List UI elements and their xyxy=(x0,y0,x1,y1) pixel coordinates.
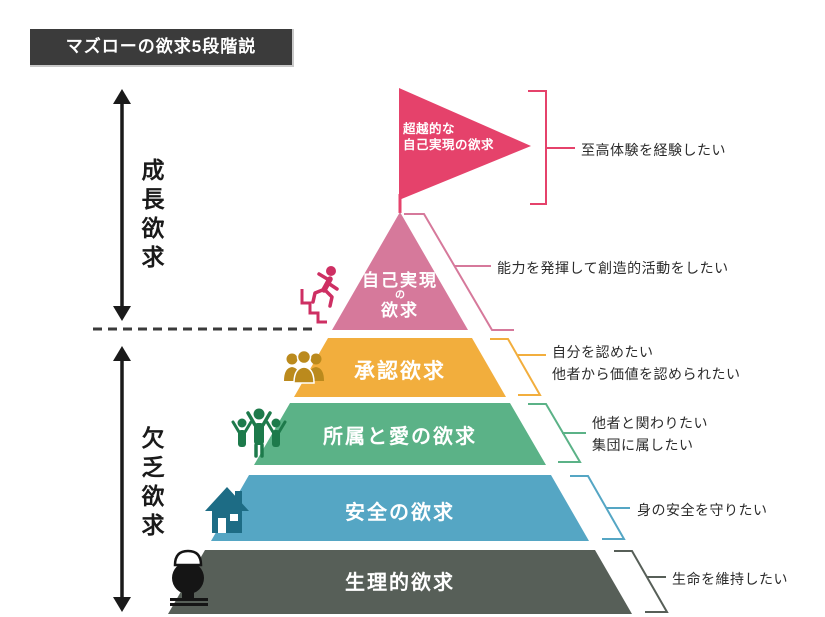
level-self-actualization-bracket xyxy=(404,213,514,331)
annotation-belonging-love: 他者と関わりたい 集団に属したい xyxy=(592,412,708,456)
level-belonging-love xyxy=(254,403,586,465)
flag-shape xyxy=(399,88,531,200)
annotation-esteem-line1: 自分を認めたい xyxy=(552,344,654,360)
level-esteem xyxy=(294,338,546,397)
annotation-self-actualization: 能力を発揮して創造的活動をしたい xyxy=(497,260,729,276)
level-physiological xyxy=(168,550,669,614)
flag-label-line2: 自己実現の欲求 xyxy=(403,138,495,152)
esteem-label: 承認欲求 xyxy=(354,360,446,383)
belonging-love-label: 所属と愛の欲求 xyxy=(323,426,477,448)
annotation-safety: 身の安全を守りたい xyxy=(637,502,768,518)
level-safety-shape xyxy=(211,475,589,541)
growth-needs-label: 成長欲求 xyxy=(138,158,164,274)
people-group-icon xyxy=(284,349,324,384)
house-icon xyxy=(205,487,249,533)
level-safety-bracket xyxy=(570,475,630,540)
page-title: マズローの欲求5段階説 xyxy=(30,29,292,65)
flag-bracket xyxy=(528,90,575,205)
safety-label: 安全の欲求 xyxy=(345,502,455,524)
annotation-esteem-line2: 他者から価値を認められたい xyxy=(552,366,741,382)
annotation-physiological: 生命を維持したい xyxy=(672,571,788,587)
physiological-label: 生理的欲求 xyxy=(345,572,455,594)
growth-arrow xyxy=(113,89,131,321)
self-actualization-label-line1: 自己実現 xyxy=(362,271,438,290)
deficiency-needs-label: 欠乏欲求 xyxy=(138,426,164,542)
transcendence-flag xyxy=(398,88,575,213)
level-safety xyxy=(211,475,630,541)
level-esteem-shape xyxy=(294,338,506,397)
level-self-actualization xyxy=(332,212,514,331)
flag-pole xyxy=(398,194,402,213)
flag-label: 超越的な 自己実現の欲求 xyxy=(403,121,533,153)
self-actualization-label: 自己実現 の 欲求 xyxy=(340,272,460,319)
flag-label-line1: 超越的な xyxy=(403,122,456,136)
level-physiological-bracket xyxy=(614,550,669,613)
annotation-belonging-line2: 集団に属したい xyxy=(592,437,694,453)
person-climbing-stairs-icon xyxy=(300,266,339,324)
level-belonging-love-shape xyxy=(254,403,546,465)
self-actualization-label-line3: 欲求 xyxy=(381,301,419,320)
level-self-actualization-shape xyxy=(332,212,468,330)
annotation-transcendence: 至高体験を経験したい xyxy=(581,142,726,158)
level-physiological-shape xyxy=(168,550,632,614)
level-belonging-love-bracket xyxy=(528,403,586,463)
annotation-belonging-line1: 他者と関わりたい xyxy=(592,415,708,431)
people-arms-up-icon xyxy=(231,408,287,458)
deficiency-arrow xyxy=(113,346,131,612)
rice-bowl-icon xyxy=(170,549,208,606)
self-actualization-label-line2: の xyxy=(395,290,405,301)
annotation-esteem: 自分を認めたい 他者から価値を認められたい xyxy=(552,341,741,385)
level-esteem-bracket xyxy=(490,338,546,396)
